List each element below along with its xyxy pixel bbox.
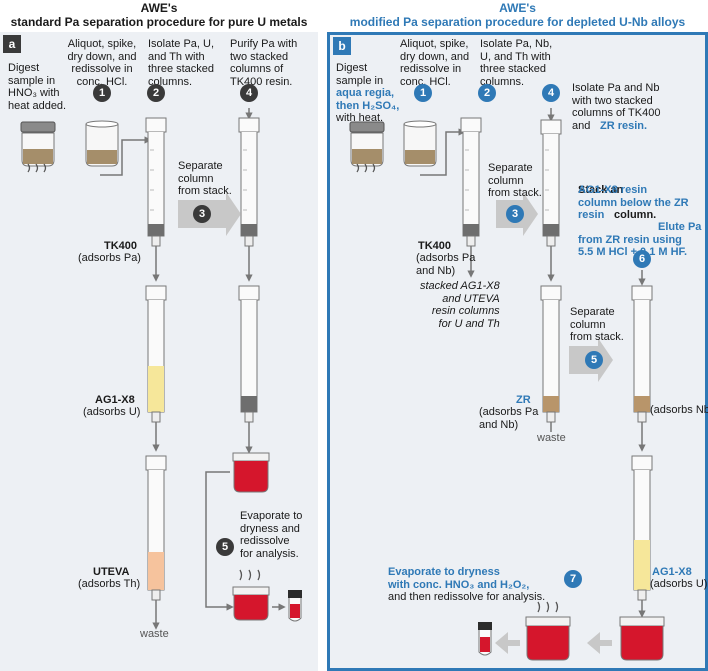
beaker-evaporate-left bbox=[232, 569, 286, 621]
beaker-collect-left bbox=[232, 452, 270, 493]
right-step1-badge: 1 bbox=[414, 84, 432, 102]
left-step5-text: Evaporate to dryness and redissolve for … bbox=[240, 510, 303, 560]
column-purify-bottom-left bbox=[238, 285, 260, 454]
right-zr-sub: (adsorbs Pa and Nb) bbox=[479, 406, 539, 431]
panel-label-b: b bbox=[333, 37, 351, 55]
left-step0-text: Digest sample in HNO₃ with heat added. bbox=[8, 62, 67, 112]
right-tk400-sub: (adsorbs Pa and Nb) bbox=[416, 252, 476, 277]
beaker-evaporate-right bbox=[525, 601, 571, 661]
left-step3-text: Separate column from stack. bbox=[178, 160, 232, 197]
right-step7-badge: 7 bbox=[564, 570, 582, 588]
digest-vial-left bbox=[20, 121, 56, 173]
right-step6-text-c: column. bbox=[611, 209, 660, 221]
right-step2-badge: 2 bbox=[478, 84, 496, 102]
right-step2-text: Isolate Pa, Nb, U, and Th with three sta… bbox=[480, 38, 553, 88]
right-step5-badge: 5 bbox=[585, 351, 603, 369]
right-step1-text: Aliquot, spike, dry down, and redissolve… bbox=[400, 38, 470, 88]
left-title-line2: standard Pa separation procedure for pur… bbox=[10, 15, 308, 29]
right-zr-right-sub: (adsorbs Nb) bbox=[650, 404, 708, 416]
right-step3-text: Separate column from stack. bbox=[488, 162, 542, 199]
left-step4-text: Purify Pa with two stacked columns of TK… bbox=[230, 38, 298, 88]
beaker-collect-right bbox=[619, 616, 665, 661]
right-step4-badge: 4 bbox=[542, 84, 560, 102]
column-ag1x8-left bbox=[145, 285, 167, 452]
left-step4-badge: 4 bbox=[240, 84, 258, 102]
column-ag1x8-right bbox=[631, 455, 653, 618]
right-step7-text-b: and then redissolve for analysis. bbox=[388, 591, 546, 603]
column-tk400-zr-top-right bbox=[540, 108, 562, 282]
left-step1-text: Aliquot, spike, dry down, and redissolve… bbox=[67, 38, 137, 88]
right-step4-text-b: ZR resin. bbox=[600, 119, 648, 132]
right-step0-text-a: Digest sample in bbox=[336, 62, 384, 87]
right-step5-text: Separate column from stack. bbox=[570, 306, 624, 343]
column-tk400-right bbox=[460, 117, 482, 278]
right-step6-badge: 6 bbox=[633, 250, 651, 268]
right-waste-label: waste bbox=[537, 432, 566, 444]
left-title-line1: AWE's bbox=[140, 1, 178, 15]
right-ag1x8-label: AG1-X8 bbox=[652, 566, 692, 578]
panel-label-a: a bbox=[3, 35, 21, 53]
right-step0-text-b: aqua regia, then H₂SO₄, bbox=[336, 87, 400, 112]
column-tk400-left bbox=[145, 117, 167, 282]
left-ag1x8-label: AG1-X8 bbox=[95, 394, 135, 406]
left-step5-badge: 5 bbox=[216, 538, 234, 556]
left-uteva-sub: (adsorbs Th) bbox=[78, 578, 141, 590]
right-step7-text-a: Evaporate to dryness with conc. HNO₃ and… bbox=[388, 566, 530, 591]
right-zr-label: ZR bbox=[516, 394, 531, 406]
left-step3-badge: 3 bbox=[193, 205, 211, 223]
aliquot-vial-right bbox=[403, 120, 437, 167]
aliquot-vial-left bbox=[85, 120, 119, 167]
right-step6-text-d: Elute Pa from ZR resin using 5.5 M HCl +… bbox=[578, 221, 702, 258]
small-vial-right bbox=[478, 622, 492, 656]
column-zr-isolated-right bbox=[631, 270, 653, 452]
left-step1-badge: 1 bbox=[93, 84, 111, 102]
left-tk400-sub: (adsorbs Pa) bbox=[78, 252, 141, 264]
right-step4-text-a: Isolate Pa and Nb with two stacked colum… bbox=[572, 82, 661, 132]
right-ag1x8-sub: (adsorbs U) bbox=[650, 578, 708, 590]
left-step2-text: Isolate Pa, U, and Th with three stacked… bbox=[148, 38, 215, 88]
right-step6-text-a: Stack an bbox=[578, 184, 627, 196]
left-waste-label: waste bbox=[140, 628, 169, 640]
right-stacked-text: stacked AG1-X8 and UTEVA resin columns f… bbox=[420, 280, 500, 330]
right-title-line2: modified Pa separation procedure for dep… bbox=[349, 15, 686, 29]
right-step3-badge: 3 bbox=[506, 205, 524, 223]
right-step0-text-c: with heat. bbox=[336, 112, 384, 124]
digest-vial-right bbox=[349, 121, 385, 173]
right-tk400-label: TK400 bbox=[418, 240, 452, 252]
right-title-line1: AWE's bbox=[499, 1, 536, 15]
left-ag1x8-sub: (adsorbs U) bbox=[83, 406, 141, 418]
column-zr-right bbox=[540, 285, 562, 432]
column-uteva-left bbox=[145, 455, 167, 630]
right-step6-text-b: AG1-X8 resin column below the ZR resin bbox=[578, 184, 689, 221]
left-uteva-label: UTEVA bbox=[93, 566, 130, 578]
left-step2-badge: 2 bbox=[147, 84, 165, 102]
column-purify-top-left bbox=[238, 108, 260, 282]
left-tk400-label: TK400 bbox=[104, 240, 138, 252]
small-vial-left bbox=[288, 590, 302, 622]
